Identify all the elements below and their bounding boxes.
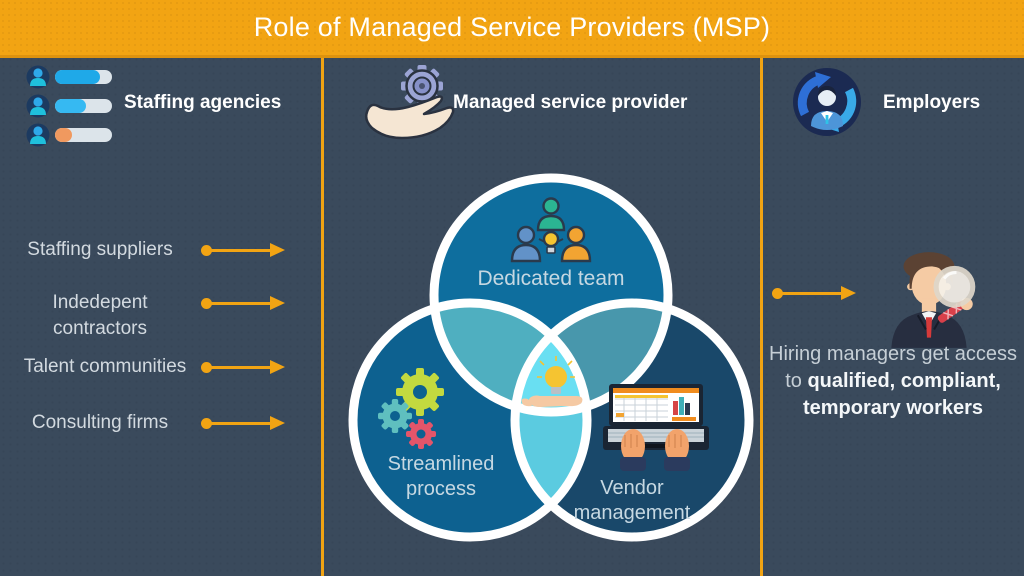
title-bar: Role of Managed Service Providers (MSP) bbox=[0, 0, 1024, 58]
employers-heading: Employers bbox=[883, 92, 981, 113]
flow-arrow-icon bbox=[201, 243, 285, 257]
caption-bold-temporary: temporary workers bbox=[802, 397, 984, 419]
candidate-row bbox=[26, 65, 112, 89]
gear-icon bbox=[401, 65, 443, 107]
recruiter-magnifying-glass-icon bbox=[891, 252, 976, 348]
column-divider-right bbox=[760, 58, 763, 576]
venn-label-vendor: Vendor bbox=[600, 477, 664, 499]
staffing-list-item: Indedepent contractors bbox=[52, 292, 148, 339]
caption-bold-qualified: qualified, compliant, bbox=[807, 370, 1001, 392]
staffing-list-item: Consulting firms bbox=[31, 412, 169, 433]
team-idea-icon bbox=[510, 197, 592, 263]
venn-label-streamlined: Streamlined bbox=[388, 453, 495, 475]
caption-to: to bbox=[785, 370, 802, 392]
caption-line1: Hiring managers get access bbox=[769, 343, 1017, 365]
venn-label-process: process bbox=[406, 478, 476, 500]
hand-holding-gear-icon bbox=[364, 65, 455, 140]
candidate-row bbox=[26, 123, 112, 147]
laptop-spreadsheet-icon bbox=[603, 384, 709, 471]
flow-arrow-icon bbox=[201, 416, 285, 430]
staffing-list-item: Talent communities bbox=[23, 356, 187, 377]
flow-arrow-icon bbox=[201, 360, 285, 374]
msp-heading: Managed service provider bbox=[453, 92, 688, 113]
candidate-row bbox=[26, 94, 112, 118]
flow-arrow-icon bbox=[772, 286, 856, 300]
candidate-progress-list-icon bbox=[26, 65, 112, 147]
staffing-list-item: Staffing suppliers bbox=[27, 239, 173, 260]
hand-lightbulb-icon bbox=[521, 356, 583, 407]
gears-icon bbox=[378, 368, 444, 449]
open-hand-shape bbox=[364, 95, 455, 140]
column-divider-left bbox=[321, 58, 324, 576]
venn-label-dedicated-team: Dedicated team bbox=[477, 267, 624, 290]
msp-venn-diagram: Dedicated team bbox=[348, 173, 754, 542]
employee-cycle-icon bbox=[793, 68, 861, 136]
flow-arrow-icon bbox=[201, 296, 285, 310]
venn-label-management: management bbox=[574, 502, 691, 524]
staffing-agencies-heading: Staffing agencies bbox=[124, 92, 282, 113]
employers-caption: Hiring managers get access to qualified,… bbox=[762, 341, 1024, 422]
page-title: Role of Managed Service Providers (MSP) bbox=[253, 12, 771, 42]
